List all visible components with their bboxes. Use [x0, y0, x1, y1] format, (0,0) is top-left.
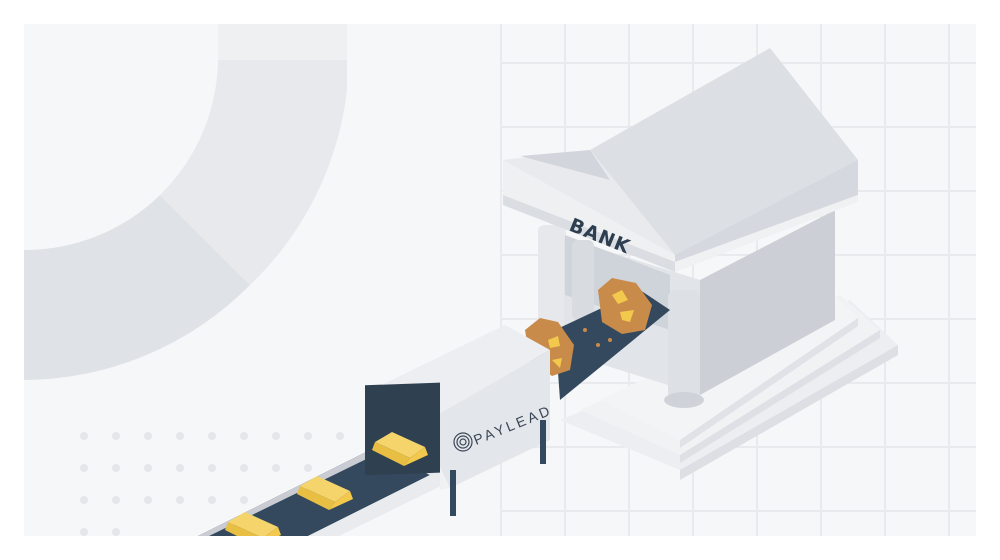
machine-leg — [450, 470, 456, 516]
machine-leg — [540, 420, 546, 464]
illustration-svg: BANK PAYLEAD — [24, 24, 976, 536]
background-donut — [24, 24, 347, 380]
gold-bars — [225, 432, 428, 536]
background-dots — [80, 432, 344, 536]
gold-bar — [372, 432, 428, 466]
bank-column — [668, 290, 700, 400]
fingerprint-icon — [453, 432, 473, 452]
gold-bar — [225, 512, 281, 536]
gold-bar — [297, 476, 353, 510]
illustration-canvas: BANK PAYLEAD — [24, 24, 976, 536]
bank-column — [572, 240, 594, 320]
